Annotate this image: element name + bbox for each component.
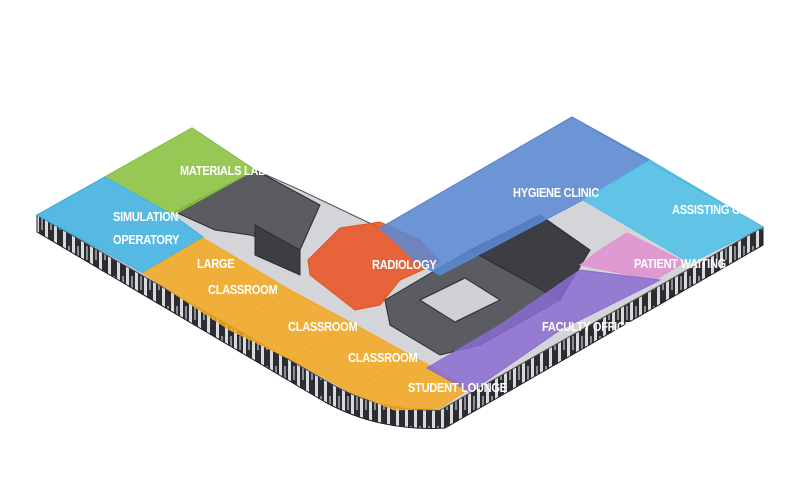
room-faculty-offices — [425, 269, 662, 393]
room-label-large-classroom: LARGE — [197, 256, 235, 271]
room-student-lounge — [348, 354, 471, 411]
room-label-assisting-clinic: ASSISTING CLINIC — [672, 202, 768, 217]
room-label-classroom-1: CLASSROOM — [288, 319, 358, 334]
room-label-faculty-offices: FACULTY OFFICES — [542, 319, 639, 334]
room-label-simulation-operatory: SIMULATION — [113, 209, 178, 224]
room-label-classroom-2: CLASSROOM — [348, 350, 418, 365]
room-patient-waiting — [578, 232, 687, 281]
room-label-patient-waiting: PATIENT WAITING — [634, 256, 726, 271]
labels-layer: MATERIALS LAB SIMULATION OPERATORY LARGE CLA… — [113, 163, 768, 395]
room-label-materials-lab: MATERIALS LAB — [180, 163, 266, 178]
room-assisting-clinic — [582, 159, 765, 264]
room-label-student-lounge: STUDENT LOUNGE — [408, 380, 507, 395]
room-label-simulation-operatory: OPERATORY — [113, 232, 179, 247]
rooms-layer — [35, 116, 765, 411]
room-label-radiology: RADIOLOGY — [372, 257, 437, 272]
room-label-large-classroom: CLASSROOM — [208, 282, 278, 297]
room-label-hygiene-clinic: HYGIENE CLINIC — [513, 185, 599, 200]
